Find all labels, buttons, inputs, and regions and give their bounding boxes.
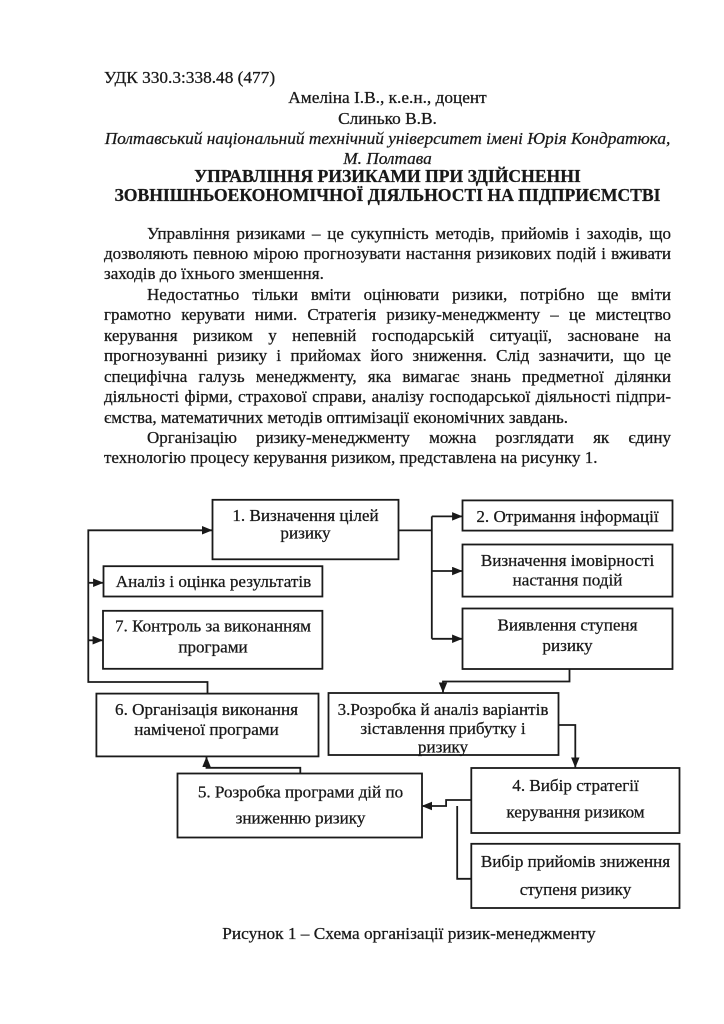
svg-text:керування ризиком: керування ризиком	[506, 802, 644, 821]
svg-text:ризику: ризику	[418, 737, 469, 756]
svg-text:Визначення імовірності: Визначення імовірності	[481, 551, 655, 570]
svg-text:ступеня ризику: ступеня ризику	[520, 880, 632, 899]
svg-text:6. Організація виконання: 6. Організація виконання	[115, 700, 298, 719]
svg-text:3.Розробка й аналіз варіантів: 3.Розробка й аналіз варіантів	[338, 700, 549, 719]
svg-text:Аналіз і оцінка результатів: Аналіз і оцінка результатів	[116, 572, 311, 591]
svg-text:зіставлення прибутку і: зіставлення прибутку і	[360, 719, 526, 738]
svg-text:ризику: ризику	[542, 636, 593, 655]
svg-text:7. Контроль за виконанням: 7. Контроль за виконанням	[115, 617, 311, 636]
svg-text:Вибір прийомів зниження: Вибір прийомів зниження	[481, 852, 670, 871]
svg-text:програми: програми	[178, 638, 247, 657]
svg-text:зниженню ризику: зниженню ризику	[236, 809, 366, 828]
svg-text:настання подій: настання подій	[513, 571, 623, 590]
svg-text:5. Розробка програми дій по: 5. Розробка програми дій по	[198, 782, 403, 801]
svg-text:наміченої програми: наміченої програми	[134, 720, 279, 739]
svg-text:ризику: ризику	[280, 524, 331, 543]
svg-text:2. Отримання інформації: 2. Отримання інформації	[476, 507, 659, 526]
svg-text:1. Визначення цілей: 1. Визначення цілей	[232, 506, 378, 525]
svg-text:Виявлення ступеня: Виявлення ступеня	[498, 616, 638, 635]
svg-text:4. Вибір стратегії: 4. Вибір стратегії	[512, 776, 639, 795]
